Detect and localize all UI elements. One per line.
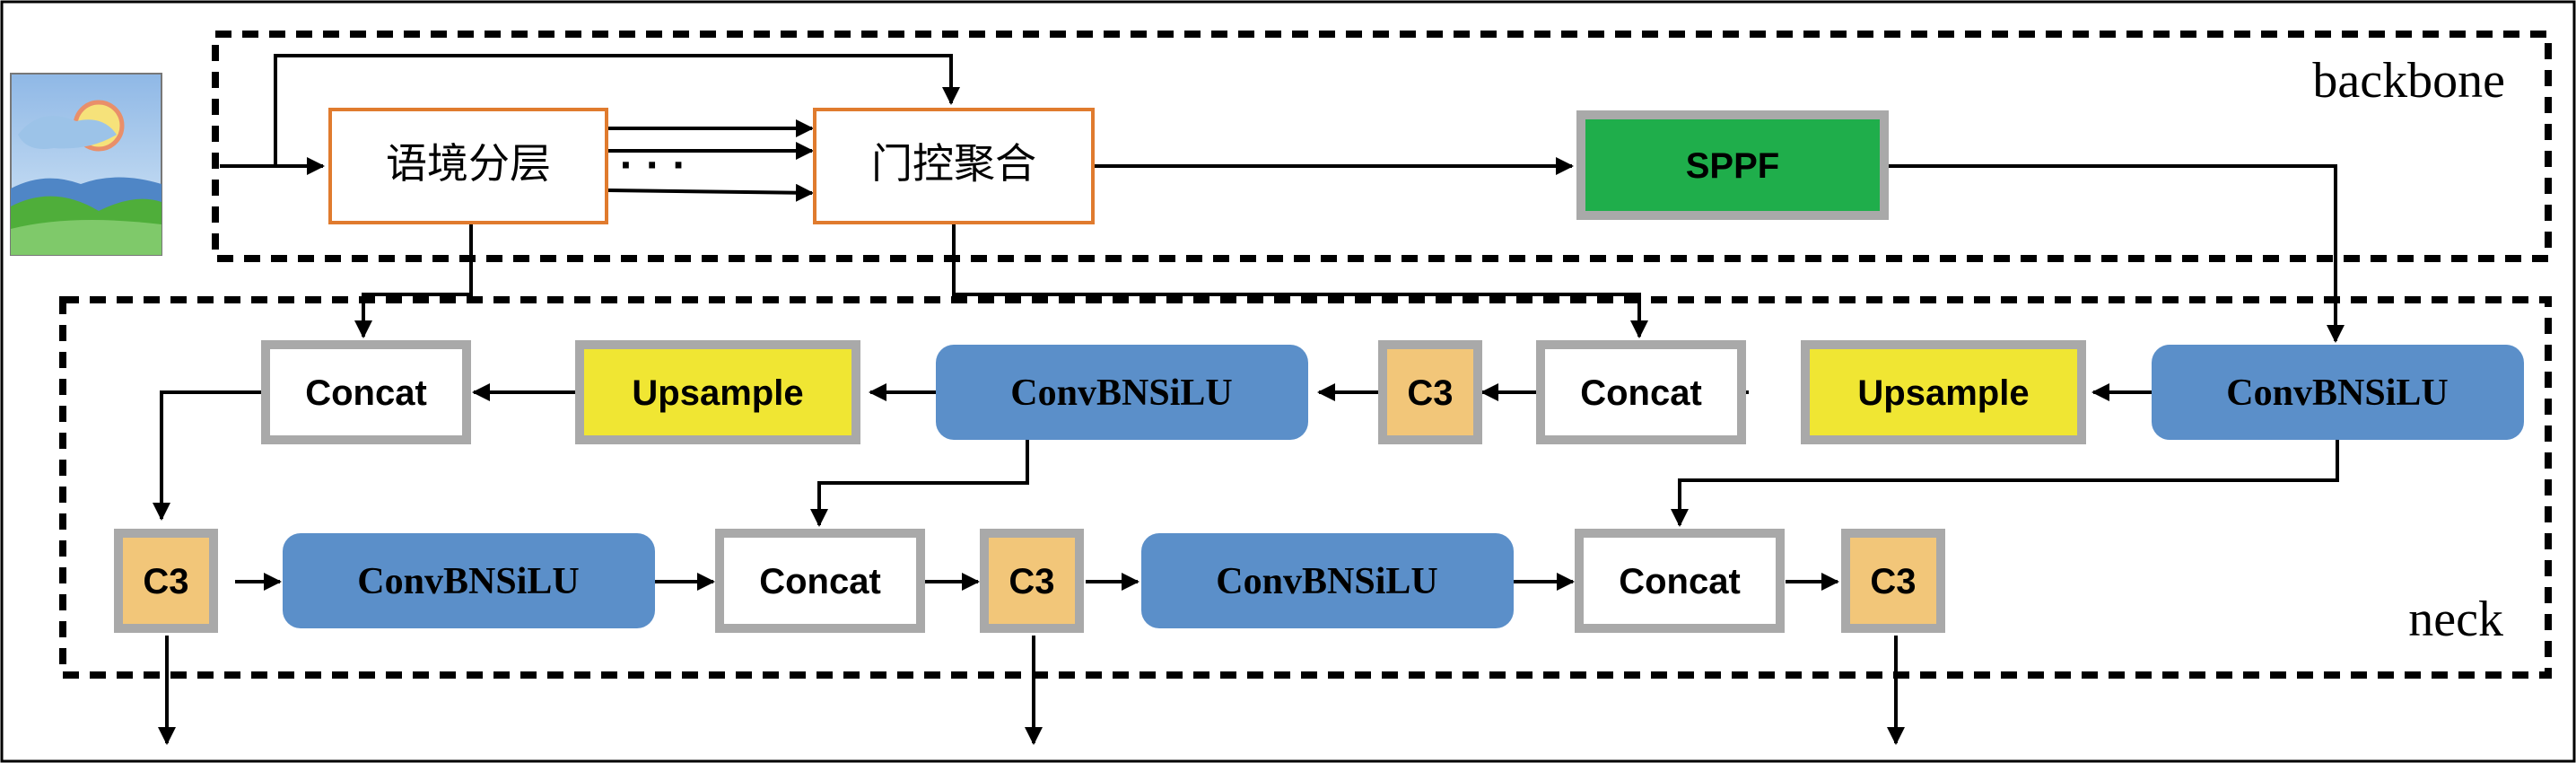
svg-text:C3: C3	[1009, 562, 1054, 601]
svg-text:C3: C3	[1870, 562, 1916, 601]
ellipsis: · · ·	[620, 142, 687, 189]
c3-block: C3	[1378, 340, 1482, 444]
svg-text:C3: C3	[143, 562, 188, 601]
svg-text:Concat: Concat	[1580, 373, 1702, 413]
concat-block: Concat	[1536, 340, 1746, 444]
concat-block: Concat	[261, 340, 471, 444]
gated-aggregation-block: 门控聚合	[813, 108, 1095, 224]
c3-block: C3	[980, 529, 1084, 633]
upsample-block: Upsample	[575, 340, 860, 444]
svg-text:ConvBNSiLU: ConvBNSiLU	[1216, 561, 1437, 602]
svg-text:Concat: Concat	[759, 562, 881, 601]
c3-block: C3	[1841, 529, 1945, 633]
svg-text:Upsample: Upsample	[1857, 373, 2029, 413]
svg-text:语境分层: 语境分层	[386, 140, 551, 187]
svg-text:Concat: Concat	[305, 373, 427, 413]
neck-region	[59, 296, 2552, 679]
svg-text:ConvBNSiLU: ConvBNSiLU	[357, 561, 579, 602]
convbnsilu-block: ConvBNSiLU	[936, 345, 1308, 440]
concat-block: Concat	[1575, 529, 1785, 633]
backbone-label: backbone	[2312, 53, 2505, 109]
c3-block: C3	[114, 529, 218, 633]
backbone-region	[212, 31, 2552, 262]
convbnsilu-block: ConvBNSiLU	[2152, 345, 2524, 440]
convbnsilu-block: ConvBNSiLU	[283, 533, 655, 628]
svg-text:C3: C3	[1407, 373, 1453, 413]
context-layering-block: 语境分层	[328, 108, 608, 224]
convbnsilu-block: ConvBNSiLU	[1141, 533, 1514, 628]
svg-text:ConvBNSiLU: ConvBNSiLU	[1010, 373, 1232, 414]
svg-text:SPPF: SPPF	[1686, 146, 1779, 186]
landscape-image-icon	[10, 73, 162, 256]
svg-text:ConvBNSiLU: ConvBNSiLU	[2226, 373, 2448, 414]
svg-text:Concat: Concat	[1619, 562, 1741, 601]
svg-text:门控聚合: 门控聚合	[871, 140, 1036, 187]
neck-label: neck	[2408, 592, 2503, 647]
concat-block: Concat	[715, 529, 925, 633]
upsample-block: Upsample	[1801, 340, 2086, 444]
svg-text:Upsample: Upsample	[632, 373, 803, 413]
sppf-block: SPPF	[1576, 110, 1889, 220]
